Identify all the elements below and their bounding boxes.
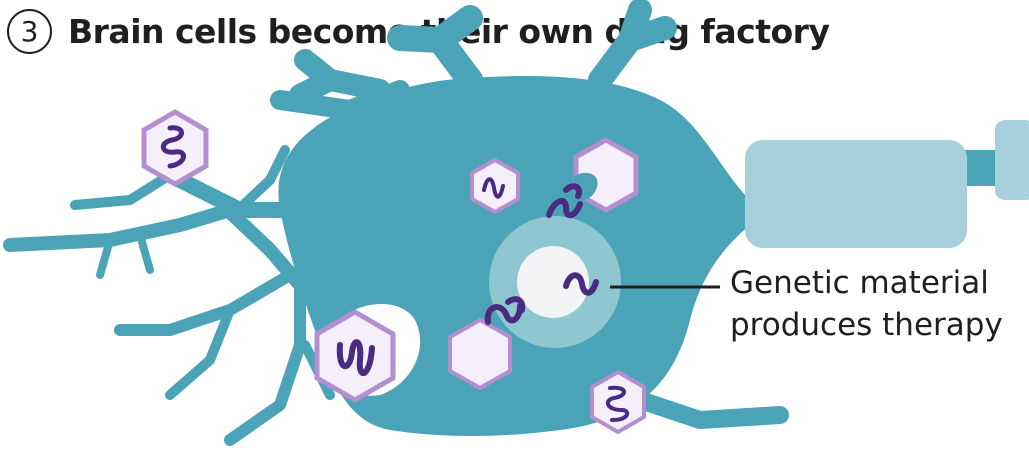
virus-capsid-open-top: [573, 137, 639, 213]
syringe: [745, 120, 1029, 248]
virus-capsid-small-top: [470, 157, 520, 215]
virus-capsid-lower-left: [314, 309, 396, 403]
virus-capsid-top-left: [141, 109, 209, 187]
virus-capsid-bottom: [590, 369, 646, 435]
callout-line-2: produces therapy: [730, 307, 1003, 343]
callout-line-1: Genetic material: [730, 265, 989, 301]
step-number-circle: 3: [7, 9, 52, 54]
nucleus-core: [517, 246, 589, 318]
virus-capsid-entering: [448, 317, 512, 391]
genetic-material-squiggles: [484, 183, 599, 325]
callout-label: Genetic material produces therapy: [730, 262, 1003, 346]
